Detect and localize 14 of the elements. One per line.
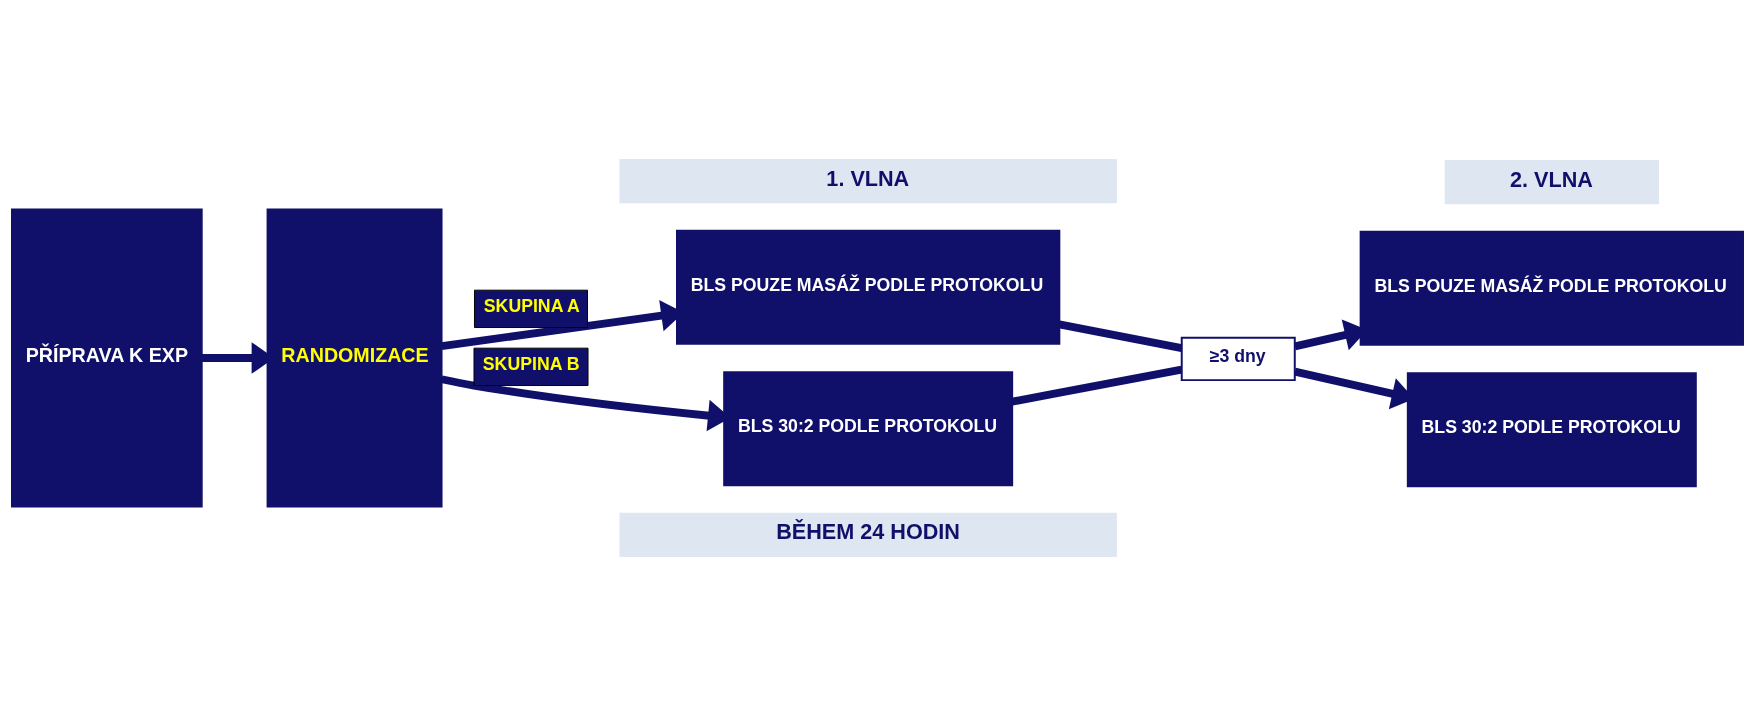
edge-label: SKUPINA B xyxy=(482,353,580,374)
node-box: BLS 30:2 PODLE PROTOKOLU xyxy=(1406,371,1697,487)
node-box: BLS POUZE MASÁŽ PODLE PROTOKOLU xyxy=(676,229,1061,345)
connector xyxy=(1011,365,1183,405)
node-box: BĚHEM 24 HODIN xyxy=(619,512,1117,557)
node-box: PŘÍPRAVA K EXP xyxy=(11,208,203,507)
edge-label: SKUPINA A xyxy=(483,295,580,316)
node-box: BLS 30:2 PODLE PROTOKOLU xyxy=(723,370,1014,486)
connector xyxy=(1058,319,1183,352)
node-box: ≥3 dny xyxy=(1180,336,1296,381)
node-box: 2. VLNA xyxy=(1444,159,1659,204)
node-box: RANDOMIZACE xyxy=(266,208,443,507)
node-box: 1. VLNA xyxy=(619,158,1117,203)
node-box: BLS POUZE MASÁŽ PODLE PROTOKOLU xyxy=(1359,230,1744,346)
